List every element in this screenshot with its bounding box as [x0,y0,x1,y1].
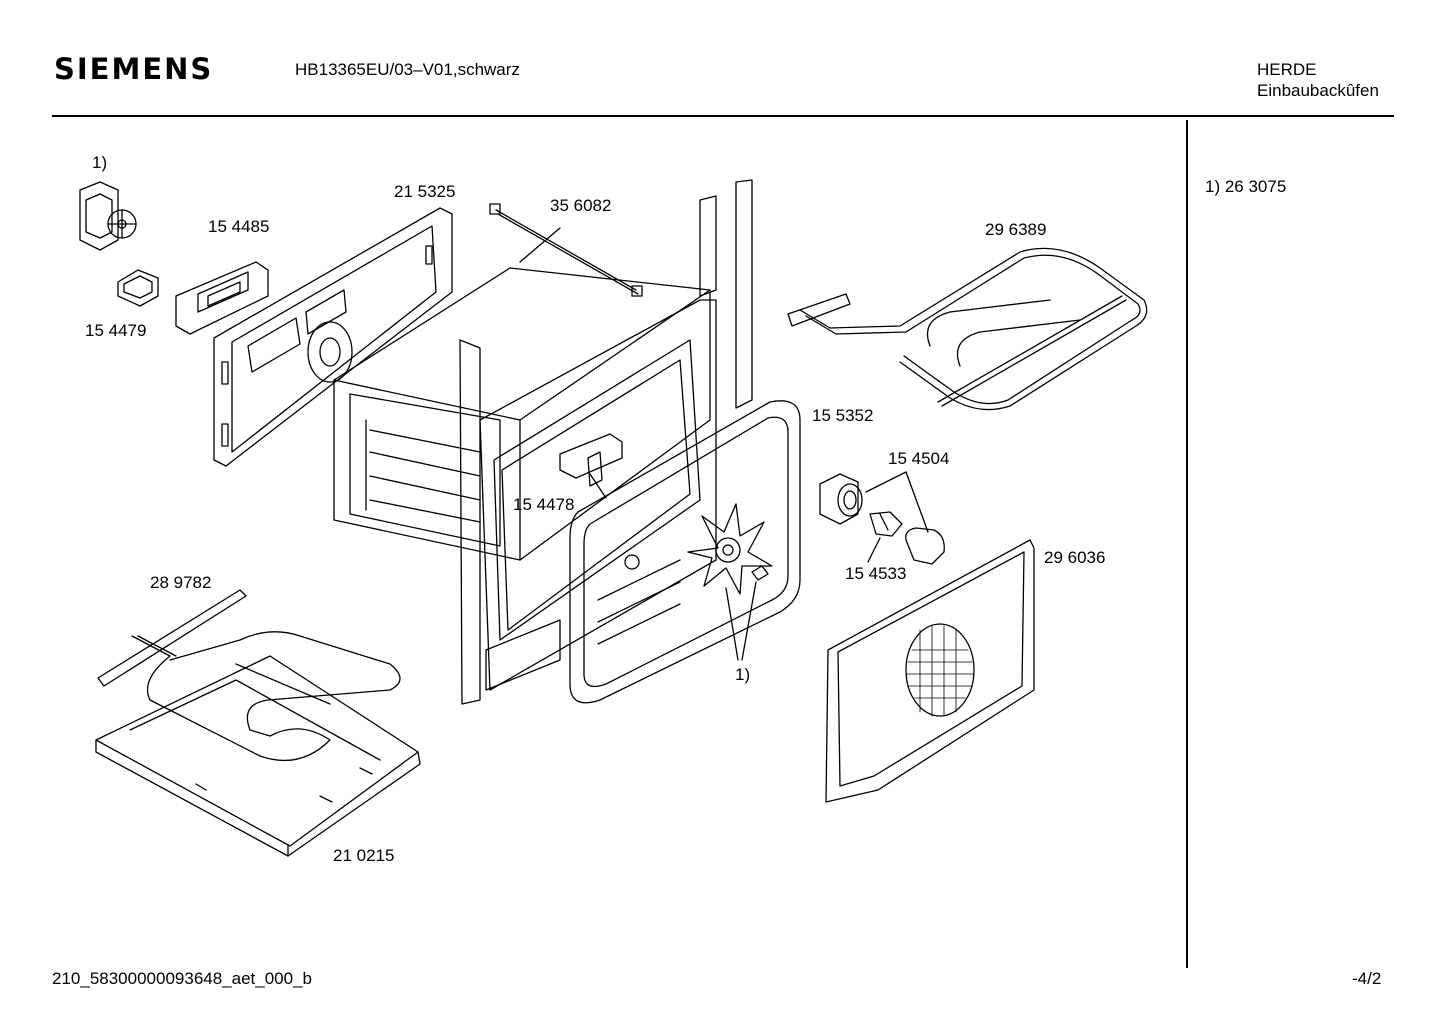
page-number: -4/2 [1352,969,1382,988]
callout-note-1-fan: 1) [735,665,751,684]
lamp-leader [866,472,928,532]
door-gasket [570,401,800,703]
front-frame [460,180,752,704]
back-panel [214,208,452,466]
bracket-leader [590,474,606,498]
part-label-296389: 29 6389 [985,220,1047,239]
part-label-154504: 15 4504 [888,449,950,468]
part-label-289782: 28 9782 [150,573,212,592]
fan-leader-b [742,582,756,660]
rod-part [490,204,642,296]
bracket-part [176,262,268,334]
callout-note-1: 1) [92,153,108,172]
bulb-leader [868,538,880,562]
category-subtitle: Einbaubackûfen [1257,81,1379,100]
part-label-356082: 35 6082 [550,196,612,215]
rear-cover [826,540,1034,802]
oven-cavity [334,268,710,560]
fan-part [688,504,772,594]
part-label-210215: 21 0215 [333,846,395,865]
exploded-view-drawing [0,0,1180,960]
part-label-154479: 15 4479 [85,321,147,340]
part-label-154485: 15 4485 [208,217,270,236]
bottom-heater [98,590,400,760]
fan-leader-a [726,588,738,660]
header-divider [52,115,1394,117]
document-id: 210_58300000093648_aet_000_b [52,969,312,988]
lamp-bulb [870,512,902,536]
part-label-154478: 15 4478 [513,495,575,514]
clip-part [118,270,158,306]
rod-leader [520,228,560,262]
side-note: 1) 26 3075 [1205,177,1287,196]
switch-part [80,182,136,250]
part-label-155352: 15 5352 [812,406,874,425]
part-label-154533: 15 4533 [845,564,907,583]
bottom-tray [96,656,420,856]
lamp-cover [906,528,945,564]
cavity-bracket [560,434,622,486]
brand-logo: SIEMENS [54,52,214,86]
lamp-socket [820,474,862,524]
part-label-215325: 21 5325 [394,182,456,201]
side-panel-divider [1186,120,1188,968]
grill-heater [788,248,1147,409]
part-label-296036: 29 6036 [1044,548,1106,567]
category-title: HERDE [1257,60,1317,79]
model-number: HB13365EU/03–V01,schwarz [295,60,520,79]
